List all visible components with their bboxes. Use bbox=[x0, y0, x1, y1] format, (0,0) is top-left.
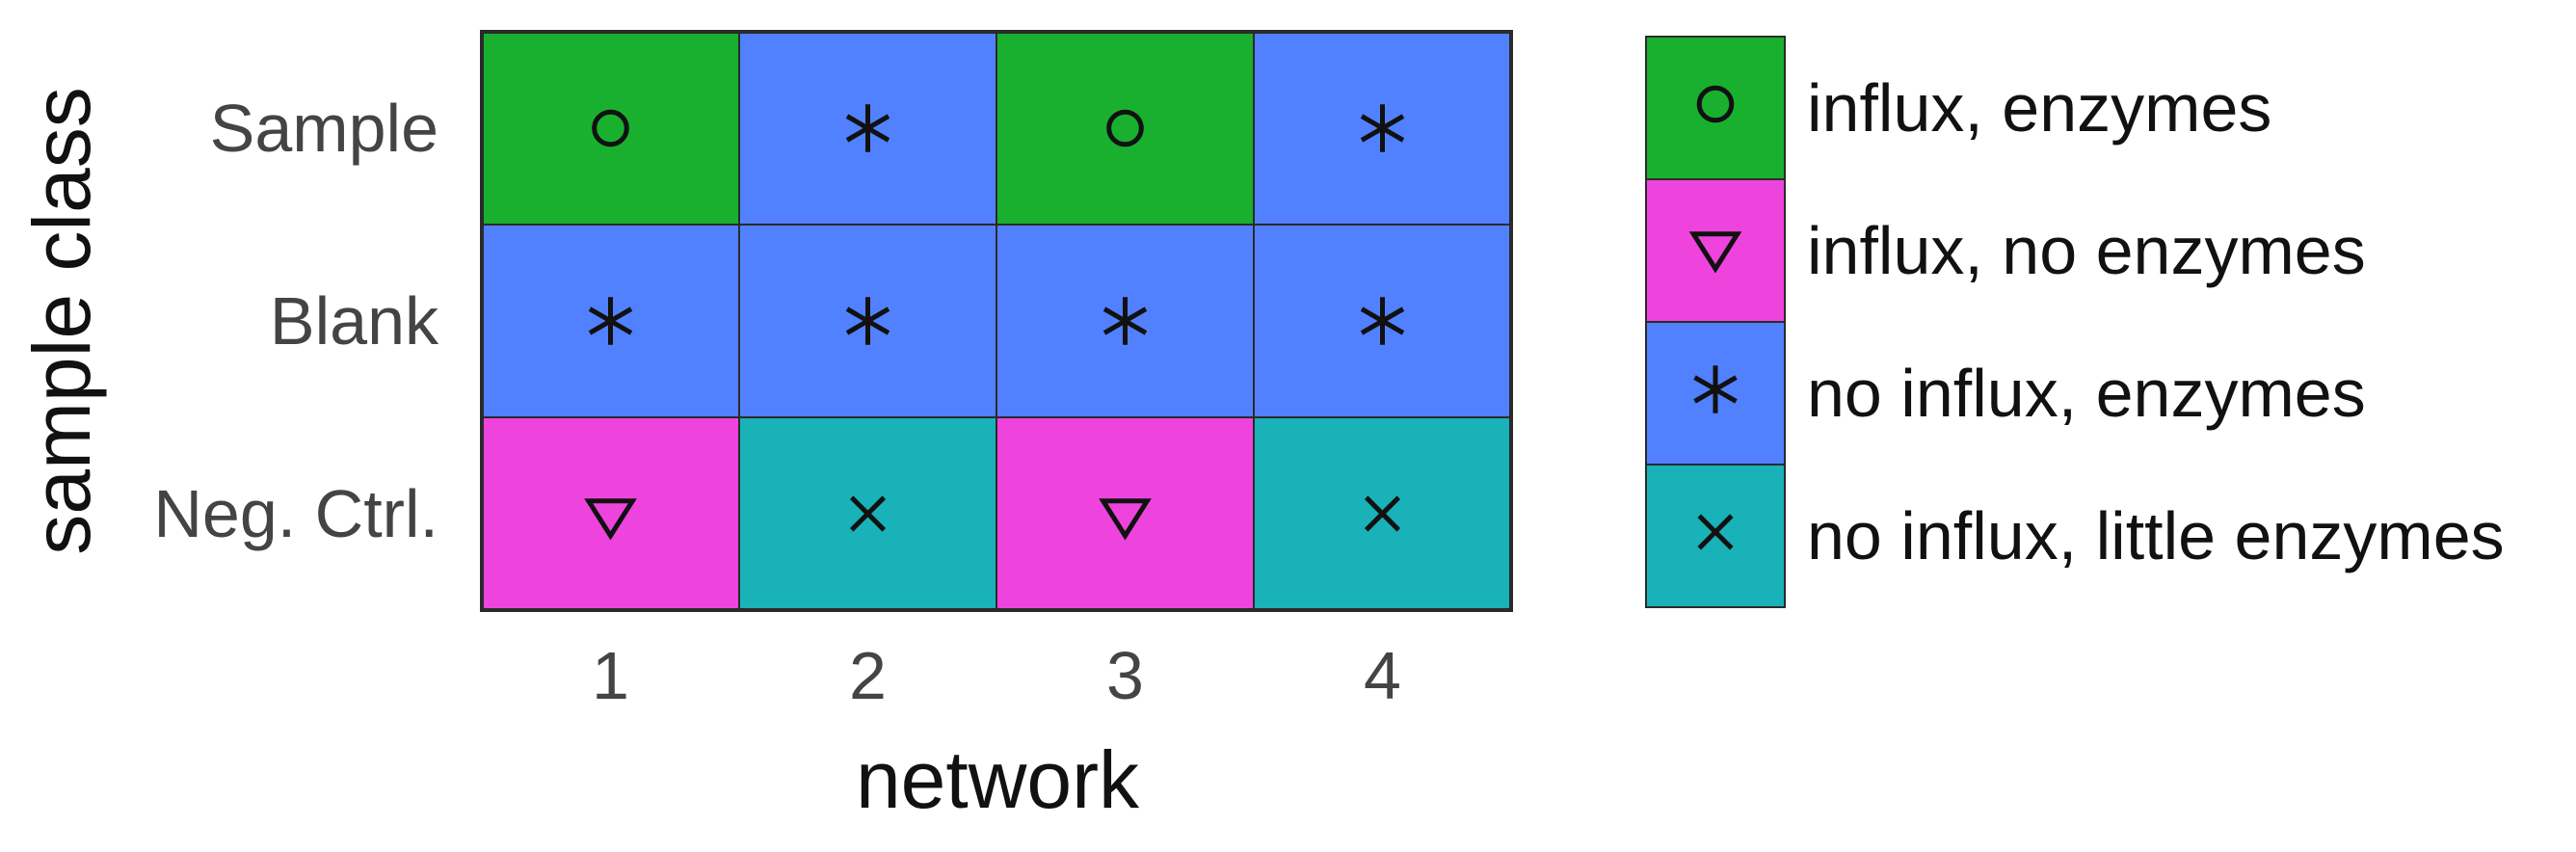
legend-marker-triangle-icon bbox=[1688, 231, 1742, 274]
legend-label: influx, enzymes bbox=[1807, 70, 2271, 146]
legend-swatch bbox=[1645, 464, 1786, 608]
cell-marker-cross-icon bbox=[849, 495, 887, 532]
heatmap-cell bbox=[481, 31, 740, 226]
cell-marker-asterisk-icon bbox=[845, 297, 890, 345]
cell-marker-triangle-icon bbox=[584, 498, 637, 541]
legend-label: no influx, little enzymes bbox=[1807, 498, 2505, 573]
x-tick-label: 2 bbox=[849, 638, 887, 713]
x-tick-label: 4 bbox=[1364, 638, 1401, 713]
legend-item: influx, no enzymes bbox=[1645, 178, 2366, 323]
cell-marker-asterisk-icon bbox=[588, 297, 633, 345]
y-tick-label: Sample bbox=[210, 91, 438, 166]
legend-marker-cross-icon bbox=[1697, 514, 1734, 550]
y-tick-label: Neg. Ctrl. bbox=[153, 476, 438, 551]
cell-marker-asterisk-icon bbox=[1360, 297, 1405, 345]
legend: influx, enzymes influx, no enzymes no infl… bbox=[1645, 36, 2505, 608]
x-tick-label: 1 bbox=[592, 638, 629, 713]
legend-marker-circle-icon bbox=[1696, 85, 1735, 123]
legend-item: no influx, enzymes bbox=[1645, 321, 2366, 466]
legend-item: influx, enzymes bbox=[1645, 36, 2271, 180]
x-tick-label: 3 bbox=[1106, 638, 1144, 713]
x-axis-label: network bbox=[856, 734, 1140, 825]
y-axis-label: sample class bbox=[16, 87, 107, 555]
cell-marker-asterisk-icon bbox=[1360, 104, 1405, 152]
cell-marker-asterisk-icon bbox=[1102, 297, 1148, 345]
y-tick-label: Blank bbox=[270, 283, 439, 359]
plot-area bbox=[481, 31, 1512, 611]
cell-marker-asterisk-icon bbox=[845, 104, 890, 152]
legend-item: no influx, little enzymes bbox=[1645, 464, 2505, 608]
plot-frame bbox=[480, 30, 1513, 612]
heatmap-cell bbox=[481, 416, 740, 611]
legend-label: influx, no enzymes bbox=[1807, 213, 2366, 288]
legend-swatch bbox=[1645, 178, 1786, 323]
cell-marker-circle-icon bbox=[1106, 109, 1144, 147]
legend-swatch bbox=[1645, 36, 1786, 180]
x-tick-labels: 1 2 3 4 bbox=[592, 638, 1401, 713]
heatmap-cell bbox=[996, 31, 1255, 226]
legend-marker-asterisk-icon bbox=[1693, 365, 1738, 413]
cell-marker-triangle-icon bbox=[1099, 498, 1152, 541]
heatmap-cell bbox=[996, 416, 1255, 611]
legend-label: no influx, enzymes bbox=[1807, 356, 2366, 431]
cell-marker-cross-icon bbox=[1364, 495, 1401, 532]
cell-marker-circle-icon bbox=[592, 109, 629, 147]
